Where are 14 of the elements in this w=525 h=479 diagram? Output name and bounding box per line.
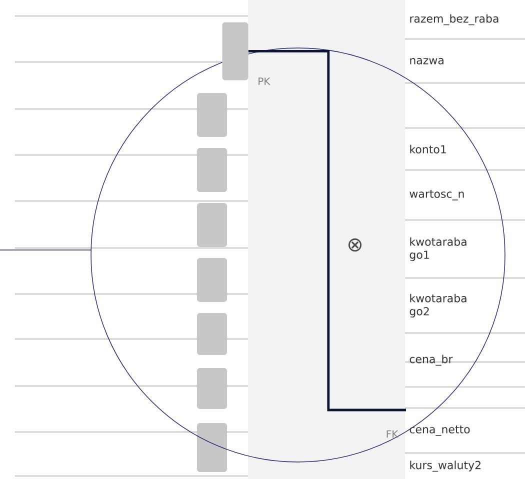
relationship-line — [248, 50, 406, 412]
table-row: wartosc_n — [410, 190, 464, 200]
row-handle — [222, 22, 248, 80]
table-row: nazwa — [410, 58, 444, 64]
key-label: PK — [258, 78, 270, 85]
table-row: razem_bez_raba — [410, 14, 498, 26]
table-row: kwotaraba go2 — [410, 294, 466, 318]
table-row: cena_br — [410, 354, 453, 366]
edge-label: ⊗ — [348, 238, 362, 252]
table-row: konto1 — [410, 144, 446, 154]
table-row: cena_netto — [410, 426, 470, 436]
table-row: kurs_waluty2 — [410, 460, 480, 472]
table-row: kwotaraba go1 — [410, 237, 466, 262]
key-label: FK — [386, 430, 398, 438]
